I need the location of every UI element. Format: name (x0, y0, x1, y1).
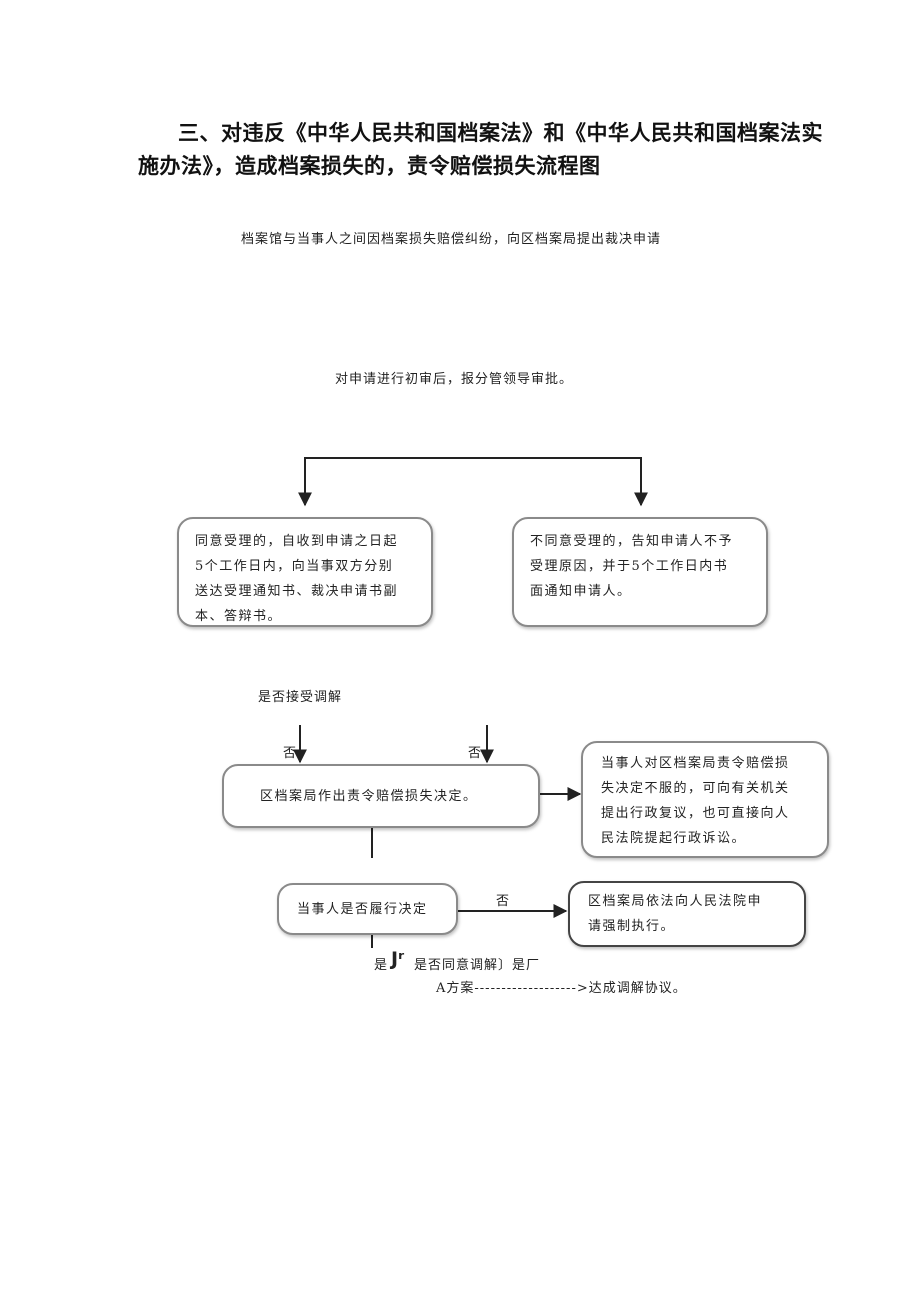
mediation-question-label: 是否接受调解 (258, 690, 343, 705)
enforce-box: 区档案局依法向人民法院申 请强制执行。 (568, 881, 806, 947)
yes-label: 是 (374, 958, 389, 973)
no-left-label: 否 (283, 746, 298, 761)
title-line-2: 施办法》，造成档案损失的，责令赔偿损失流程图 (138, 154, 601, 178)
no-perform-label: 否 (496, 894, 511, 909)
reject-box: 不同意受理的，告知申请人不予 受理原因，并于5个工作日内书 面通知申请人。 (512, 517, 768, 627)
plan-a-line: A方案------------------->达成调解协议。 (436, 981, 687, 996)
agree-mediation-label: 是否同意调解〕是厂 (414, 958, 541, 973)
enforce-box-text: 区档案局依法向人民法院申 请强制执行。 (588, 894, 763, 934)
decision-box: 区档案局作出责令赔偿损失决定。 (222, 764, 540, 828)
perform-box: 当事人是否履行决定 (277, 883, 458, 935)
accept-box-text: 同意受理的，自收到申请之日起 5个工作日内，向当事双方分别 送达受理通知书、裁决… (195, 534, 399, 624)
split-line (304, 457, 648, 507)
reject-box-text: 不同意受理的，告知申请人不予 受理原因，并于5个工作日内书 面通知申请人。 (530, 534, 734, 599)
appeal-box-text: 当事人对区档案局责令赔偿损 失决定不服的，可向有关机关 提出行政复议，也可直接向… (601, 756, 790, 846)
perform-box-text: 当事人是否履行决定 (297, 902, 428, 917)
step-start-text: 档案馆与当事人之间因档案损失赔偿纠纷，向区档案局提出裁决申请 (241, 232, 662, 247)
yes-glyph: Jʳ (391, 948, 405, 970)
step-review-text: 对申请进行初审后，报分管领导审批。 (335, 372, 574, 387)
appeal-box: 当事人对区档案局责令赔偿损 失决定不服的，可向有关机关 提出行政复议，也可直接向… (581, 741, 829, 858)
title-line-1: 三、对违反《中华人民共和国档案法》和《中华人民共和国档案法实 (178, 121, 823, 145)
no-right-label: 否 (468, 746, 483, 761)
decision-box-text: 区档案局作出责令赔偿损失决定。 (260, 789, 478, 804)
accept-box: 同意受理的，自收到申请之日起 5个工作日内，向当事双方分别 送达受理通知书、裁决… (177, 517, 433, 627)
